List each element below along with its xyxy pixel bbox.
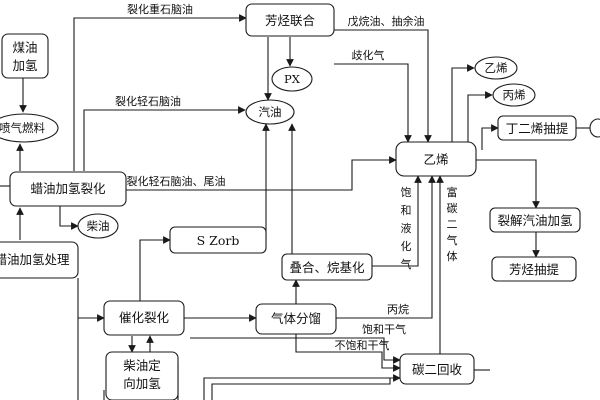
edge-bubaohe-ganqi (295, 334, 401, 372)
edge-yixi-to-bingxi (467, 91, 493, 142)
node-meiyou-jiaqing-line2: 加氢 (12, 58, 38, 73)
node-px-label: PX (284, 72, 301, 86)
node-chaiyou-dingxiang-line1: 柴油定 (123, 358, 161, 373)
node-meiyou-jiaqing-box (1, 33, 49, 79)
node-chaiyou (77, 213, 119, 239)
node-yixi-out (474, 56, 518, 80)
node-dingerxi-output-partial (589, 118, 600, 138)
edge-zhihuaqi-to-yixi (334, 63, 412, 143)
edges (0, 14, 590, 400)
node-cuihua-liehua-label: 催化裂化 (119, 310, 170, 325)
edge-bottom-to-taner (203, 374, 401, 400)
node-taner-huishou-label: 碳二回收 (412, 362, 463, 377)
node-yixi-out-label: 乙烯 (485, 61, 508, 75)
label-baohe-yehuaqi: 饱 和 液 化 气 (401, 185, 412, 271)
label-bubaohe-ganqi: 不饱和干气 (335, 338, 390, 352)
node-qiti-fenliu-label: 气体分馏 (271, 311, 321, 326)
node-qiyou-label: 汽油 (259, 105, 282, 119)
node-penqi-ranliao (0, 113, 59, 143)
node-bingxi-label: 丙烯 (503, 88, 526, 102)
label-baohe-yehuaqi-char: 饱 (401, 185, 412, 199)
node-meiyou-jiaqing-line1: 煤油 (12, 40, 37, 55)
node-cuihua-liehua-box (103, 300, 185, 336)
edge-cuihua-to-szorb (139, 236, 171, 301)
node-szorb-box (169, 226, 267, 254)
label-fu-taner-qiti-char: 体 (447, 249, 458, 263)
node-penqi-ranliao-label: 喷气燃料 (0, 121, 45, 135)
node-fangting-lianhe-box (245, 3, 335, 37)
label-fu-taner-qiti-char: 气 (447, 233, 458, 247)
edge-bingwan-to-yixi (336, 175, 436, 319)
node-diehe-wanjihua-box (281, 253, 373, 281)
node-qiyou (245, 99, 295, 125)
node-layou-jiaqing-chuli-sides (77, 278, 79, 400)
edge-wushaoyou-to-yixi (334, 29, 432, 143)
node-fangting-lianhe-label: 芳烃联合 (265, 13, 316, 28)
label-fu-taner-qiti-char: 二 (447, 218, 458, 231)
label-zhihuaqi: 歧化气 (352, 48, 385, 62)
node-fangting-chouti-label: 芳烃抽提 (509, 262, 560, 277)
edge-labels: 裂化重石脑油 戊烷油、抽余油 歧化气 裂化轻石脑油 裂化轻石脑油、尾油 饱 和 … (115, 2, 458, 352)
edge-zhongshi-to-fangting (73, 14, 247, 171)
edge-liehua-to-chaiyou (59, 206, 79, 230)
label-wushaoyou-chouyuyou: 戊烷油、抽余油 (348, 14, 425, 28)
label-baohe-yehuaqi-char: 和 (401, 204, 412, 217)
edge-yehuaqi-to-yixi (372, 175, 422, 267)
node-yixi-label: 乙烯 (423, 152, 448, 167)
label-baohe-yehuaqi-char: 化 (401, 239, 412, 253)
label-fu-taner-qiti-char: 富 (447, 185, 458, 199)
node-chaiyou-dingxiang-box (105, 351, 179, 400)
edge-baohe-ganqi (190, 337, 401, 364)
label-fu-taner-qiti-char: 碳 (447, 201, 458, 215)
node-liejie-qiyou-jiaqing-box (489, 207, 581, 233)
node-yixi-box (395, 141, 477, 177)
edge-yixi-to-yixi-out (451, 64, 475, 142)
label-liehua-qingshi-naoyou-weiyou: 裂化轻石脑油、尾油 (127, 174, 226, 188)
node-qiti-fenliu-box (255, 303, 337, 335)
label-baohe-ganqi: 饱和干气 (362, 322, 406, 336)
label-fu-taner-qiti: 富 碳 二 气 体 (447, 185, 458, 263)
node-diehe-wanjihua-label: 叠合、烷基化 (289, 260, 365, 275)
edge-weiyou-to-yixi (126, 156, 397, 191)
node-fangting-chouti-box (491, 256, 577, 282)
node-dingerxi-chouti-label: 丁二烯抽提 (506, 121, 569, 136)
edge-yixi-to-liejie (474, 159, 540, 209)
label-baohe-yehuaqi-char: 气 (401, 257, 412, 271)
node-layou-jiaqing-liehua-box (9, 171, 127, 207)
node-px (271, 66, 313, 92)
node-dingerxi-chouti-box (497, 115, 577, 141)
label-liehua-qingshi-naoyou: 裂化轻石脑油 (115, 94, 181, 108)
edge-bottom-to-taner-2 (211, 378, 391, 400)
label-liehua-zhongshi-naoyou: 裂化重石脑油 (127, 2, 193, 16)
node-layou-jiaqing-chuli-label: 蜡油加氢处理 (0, 252, 70, 267)
nodes: 煤油 加氢 喷气燃料 蜡油加氢裂化 柴油 蜡油加氢处理 芳烃联合 PX 汽油 乙… (0, 3, 600, 400)
node-szorb-label: S Zorb (197, 233, 240, 248)
node-chaiyou-label: 柴油 (87, 219, 110, 233)
node-chaiyou-dingxiang-line2: 向加氢 (123, 376, 161, 391)
edge-yixi-to-dingerxi (481, 124, 499, 150)
edge-qingshi-to-qiyou (83, 106, 246, 171)
node-taner-huishou-box (399, 353, 475, 385)
node-bingxi (492, 83, 536, 107)
label-baohe-yehuaqi-char: 液 (401, 221, 412, 235)
label-bingwan: 丙烷 (387, 302, 409, 316)
node-liejie-qiyou-jiaqing-label: 裂解汽油加氢 (497, 213, 573, 228)
node-layou-jiaqing-chuli-box (0, 241, 79, 279)
node-layou-jiaqing-liehua-label: 蜡油加氢裂化 (30, 181, 106, 196)
